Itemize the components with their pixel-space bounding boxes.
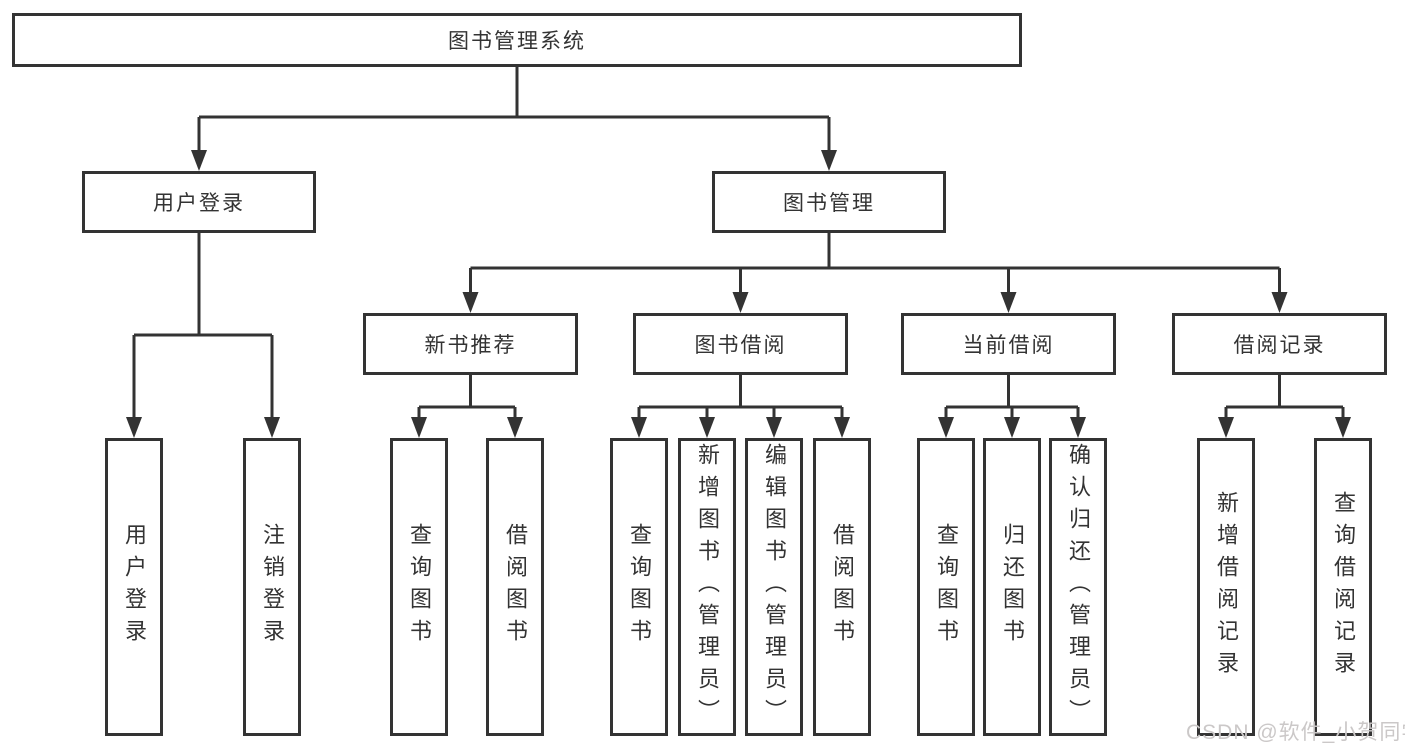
leaf-current-confirm-admin: 确认归还（管理员）: [1049, 438, 1107, 736]
arrowheads: [126, 150, 1351, 438]
leaf-newbooks-borrow: 借阅图书: [486, 438, 544, 736]
csdn-watermark: CSDN @软件_小贺同学: [1186, 721, 1405, 744]
node-book-management: 图书管理: [712, 171, 946, 233]
leaf-borrow-borrow: 借阅图书: [813, 438, 871, 736]
leaf-current-query: 查询图书: [917, 438, 975, 736]
leaf-logout: 注销登录: [243, 438, 301, 736]
leaf-user-login: 用户登录: [105, 438, 163, 736]
leaf-newbooks-query: 查询图书: [390, 438, 448, 736]
leaf-borrow-add-admin: 新增图书（管理员）: [678, 438, 736, 736]
node-root: 图书管理系统: [12, 13, 1022, 67]
node-book-borrow: 图书借阅: [633, 313, 848, 375]
leaf-records-add: 新增借阅记录: [1197, 438, 1255, 736]
node-current-borrow: 当前借阅: [901, 313, 1116, 375]
leaf-borrow-query: 查询图书: [610, 438, 668, 736]
leaf-current-return: 归还图书: [983, 438, 1041, 736]
leaf-borrow-edit-admin: 编辑图书（管理员）: [745, 438, 803, 736]
node-borrow-records: 借阅记录: [1172, 313, 1387, 375]
leaf-records-query: 查询借阅记录: [1314, 438, 1372, 736]
node-user-login: 用户登录: [82, 171, 316, 233]
node-new-book-recommend: 新书推荐: [363, 313, 578, 375]
